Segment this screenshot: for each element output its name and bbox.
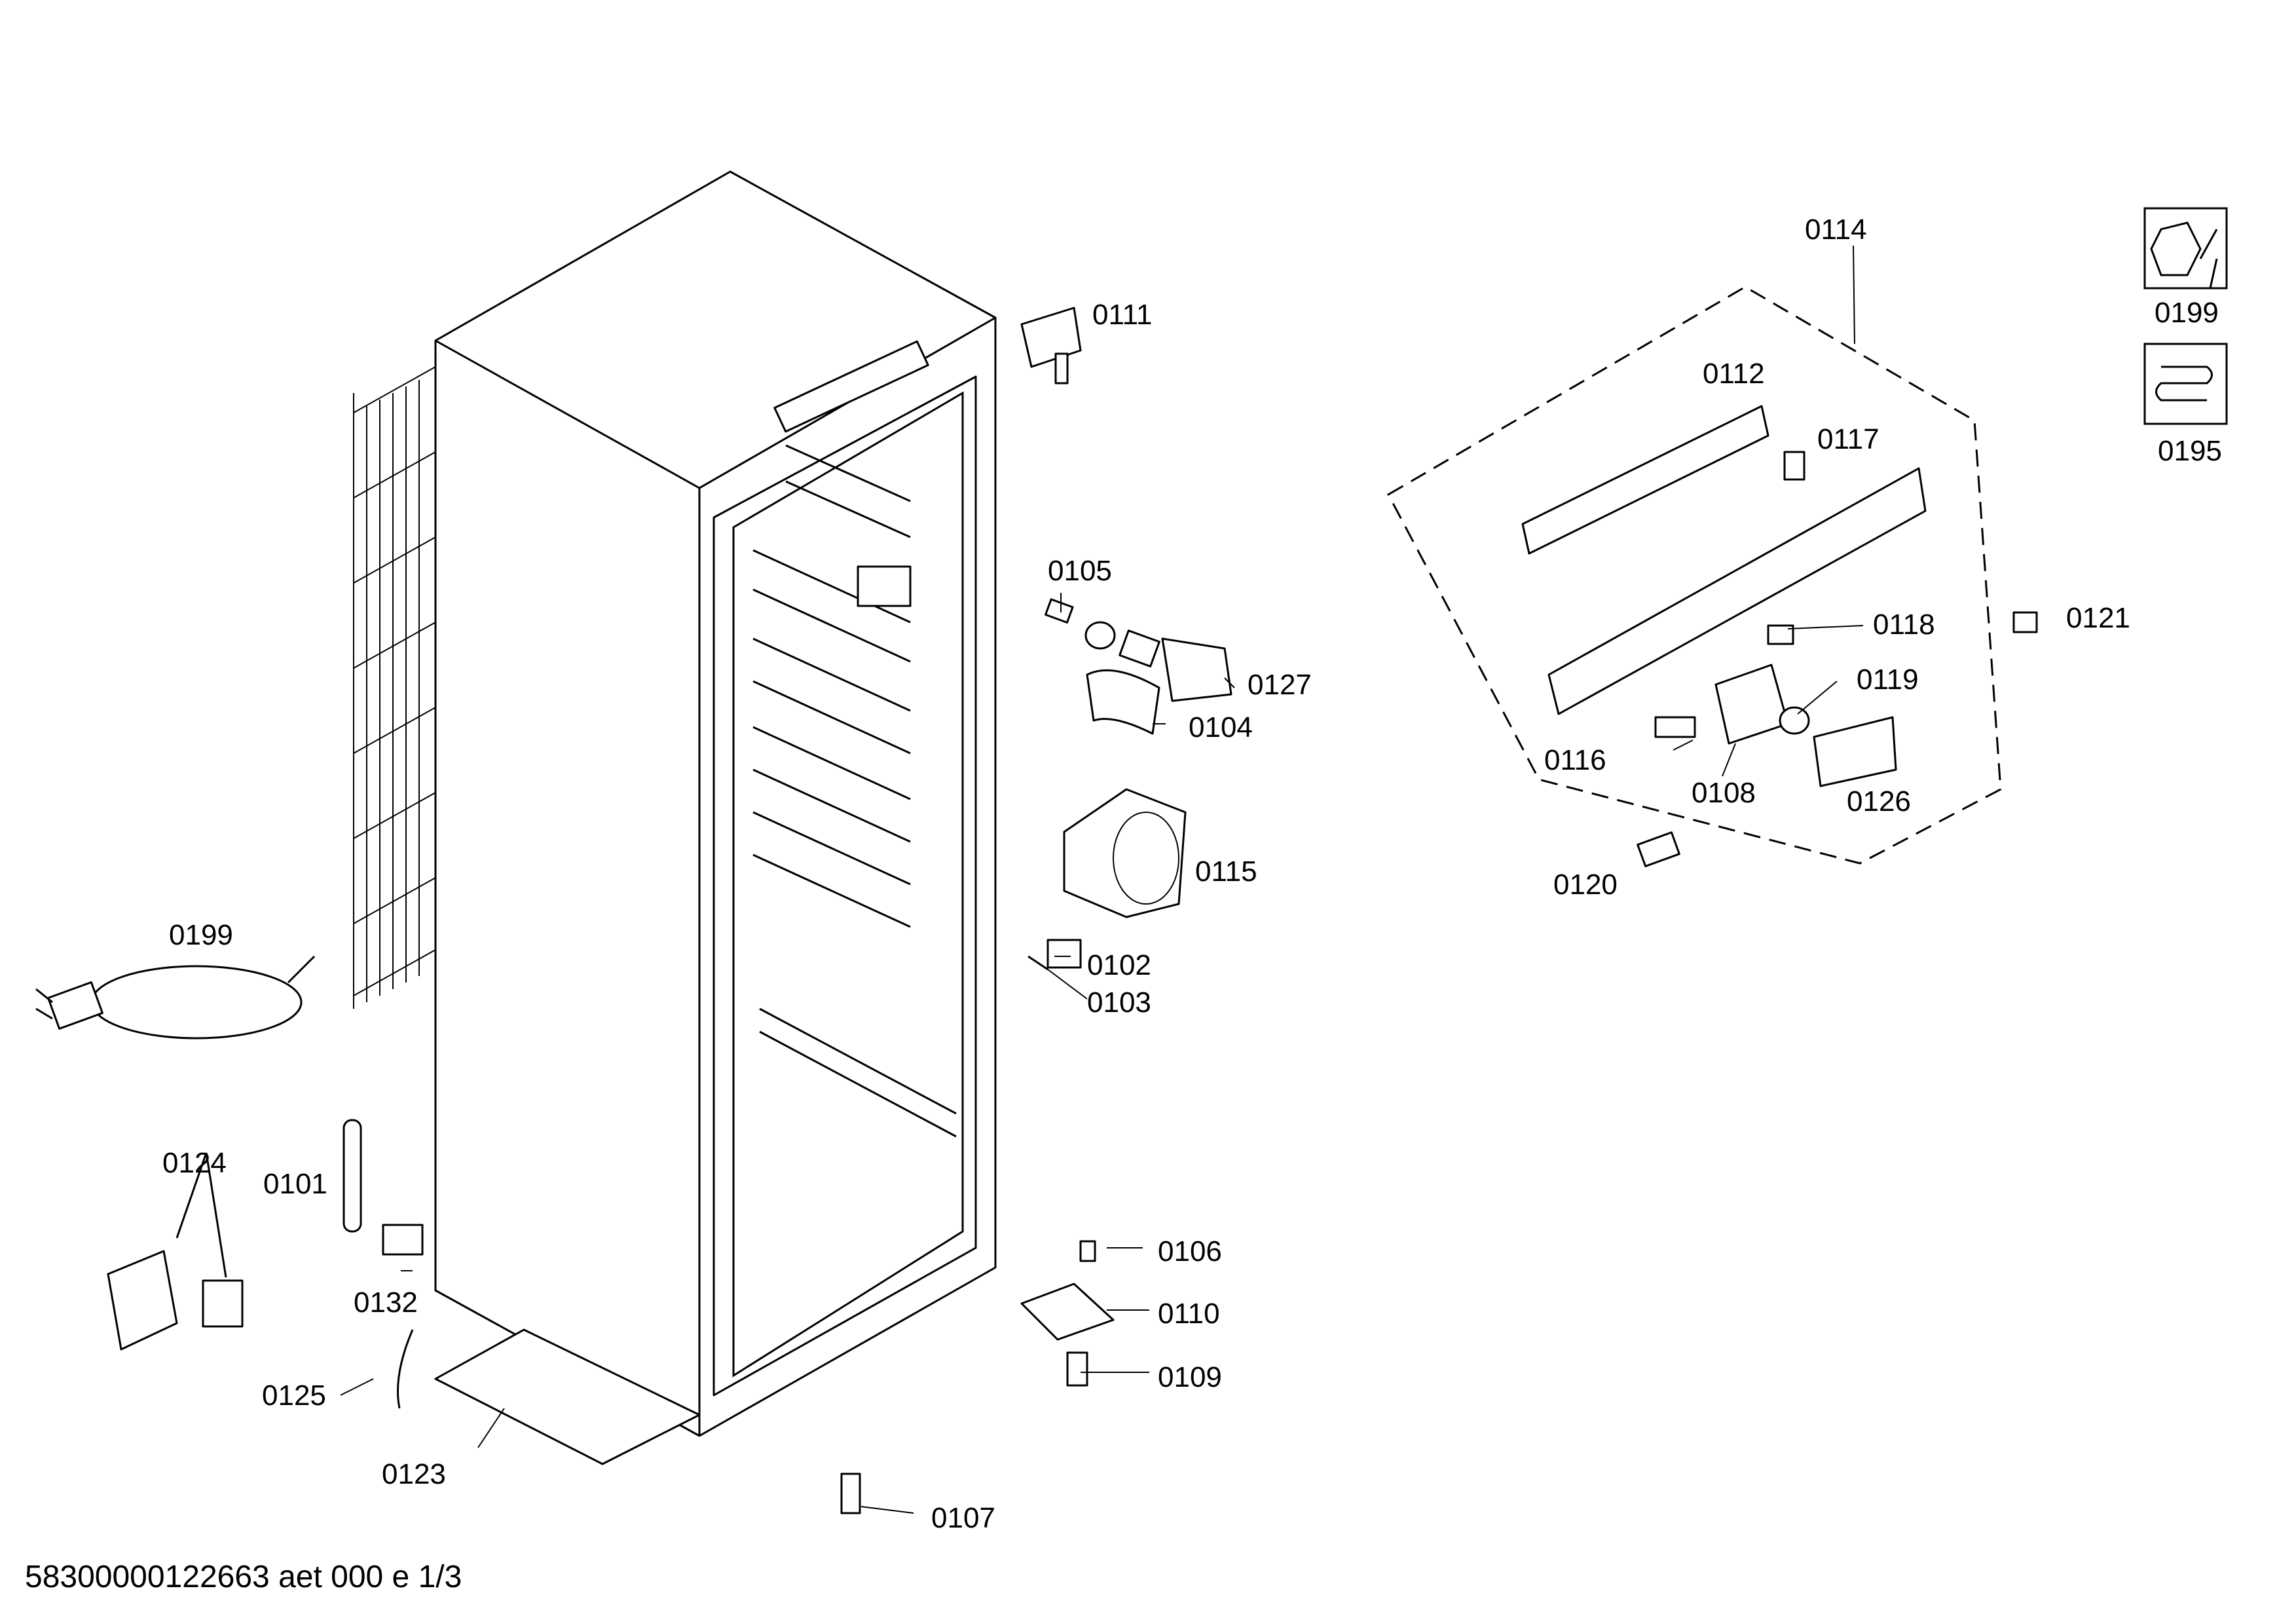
part-0124-relay-box [107, 1152, 244, 1351]
part-0101-thermostat-sensor [343, 1119, 362, 1233]
light-assembly [1045, 598, 1232, 735]
part-0112-panel-frame [1547, 467, 1927, 715]
part-labels: 0111 0105 0127 0104 0115 0102 0103 0106 … [162, 214, 2222, 1534]
power-cord [35, 955, 316, 1040]
part-0126-cover [1813, 716, 1897, 787]
label-0109: 0109 [1158, 1361, 1222, 1393]
label-0101: 0101 [263, 1168, 327, 1200]
part-0125-hose [397, 1329, 414, 1409]
cabinet-body [353, 170, 997, 1465]
part-0112-board [1521, 405, 1769, 555]
part-0117-switch [1783, 451, 1805, 481]
label-0118: 0118 [1873, 609, 1935, 641]
part-0108-housing [1714, 664, 1789, 745]
nut-and-wrench-icon [2143, 207, 2228, 290]
label-0127: 0127 [1248, 669, 1312, 701]
label-0108: 0108 [1692, 777, 1756, 809]
label-0114: 0114 [1805, 214, 1867, 246]
label-0106: 0106 [1158, 1235, 1222, 1267]
label-0124: 0124 [162, 1147, 227, 1179]
part-0119-lamp [1779, 706, 1810, 735]
coil-icon [2143, 343, 2228, 425]
label-0116: 0116 [1544, 744, 1606, 776]
control-panel-group [1387, 286, 2038, 867]
bottom-hinge-set [840, 1240, 1115, 1514]
label-0105: 0105 [1048, 555, 1112, 587]
part-0102-0103-connector [1028, 939, 1082, 971]
label-0104: 0104 [1189, 711, 1253, 743]
label-0103: 0103 [1087, 986, 1151, 1019]
part-0120-clip [1637, 831, 1680, 867]
label-0111: 0111 [1092, 299, 1152, 331]
inner-shelf-rails [752, 444, 957, 1138]
condenser-coil [353, 354, 436, 1009]
label-0126: 0126 [1847, 785, 1911, 817]
label-0117: 0117 [1817, 423, 1879, 455]
label-refrigerant-coil: 0195 [2158, 435, 2222, 467]
label-0199: 0199 [169, 919, 233, 951]
document-code: 58300000122663 aet 000 e 1/3 [25, 1560, 462, 1594]
label-0132: 0132 [354, 1286, 418, 1319]
label-0112: 0112 [1703, 358, 1765, 390]
label-0123: 0123 [382, 1458, 446, 1490]
label-0115: 0115 [1195, 855, 1257, 888]
label-0120: 0120 [1553, 869, 1618, 901]
label-0102: 0102 [1087, 949, 1151, 981]
part-0116-switch [1654, 716, 1696, 738]
part-0111-hinge [1020, 307, 1082, 385]
part-0132-clip [382, 1224, 424, 1256]
label-0110: 0110 [1158, 1298, 1220, 1330]
label-service-tools: 0199 [2155, 297, 2219, 329]
label-0125: 0125 [262, 1379, 326, 1412]
part-0121-clip [2012, 611, 2038, 633]
part-0115-fan-cover [1063, 788, 1187, 918]
label-0121: 0121 [2066, 602, 2130, 634]
label-0107: 0107 [931, 1502, 995, 1534]
leader-lines [340, 245, 1864, 1514]
label-0119: 0119 [1857, 664, 1919, 696]
